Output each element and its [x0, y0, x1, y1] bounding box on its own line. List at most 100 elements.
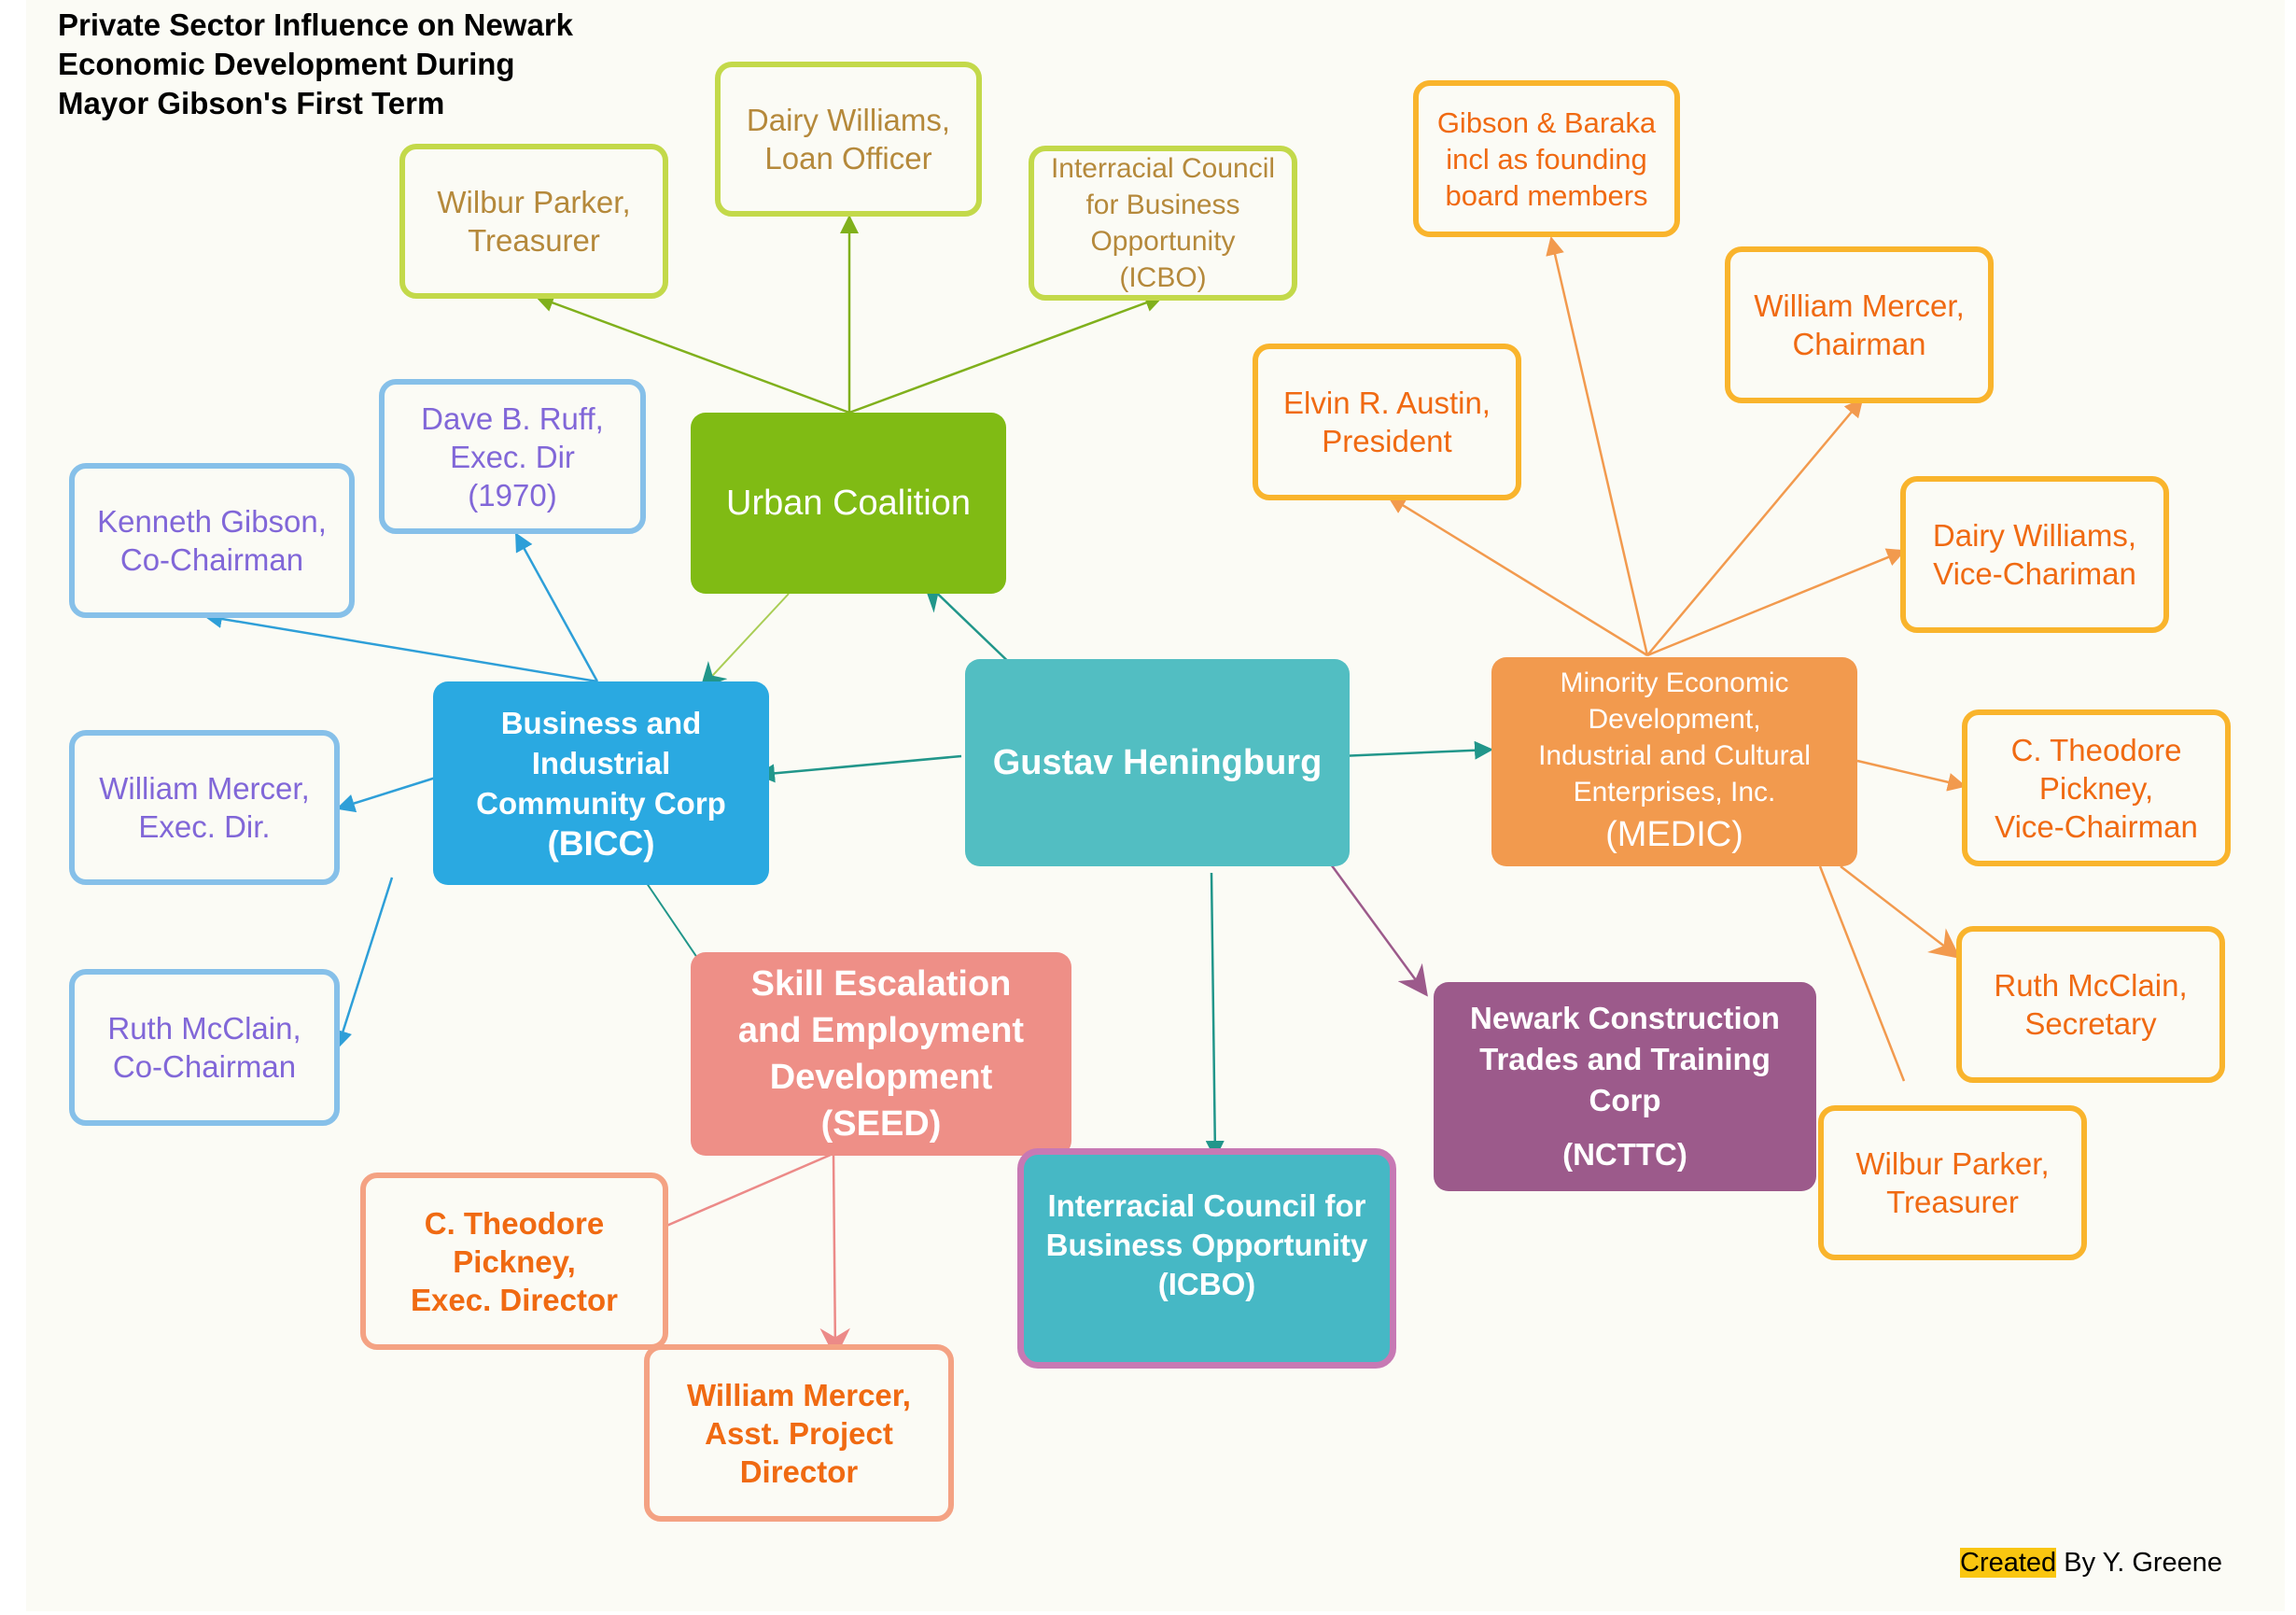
connector-center-to-uc: [921, 578, 1018, 671]
bicc-member-kenneth-gibson: Kenneth Gibson, Co-Chairman: [69, 463, 355, 618]
node-label: Dairy Williams,: [746, 103, 951, 137]
node-label: for Business: [1085, 190, 1240, 220]
connector-medic-to-mercer: [1646, 398, 1864, 656]
connector-bicc-to-ruff: [514, 532, 599, 682]
node-label: Business Opportunity: [1045, 1228, 1368, 1262]
node-label: Dairy Williams,: [1932, 518, 2137, 553]
node-label: Skill Escalation: [750, 964, 1012, 1004]
uc-member-dairy-williams: Dairy Williams, Loan Officer: [715, 62, 982, 217]
node-label: Loan Officer: [764, 141, 932, 176]
icbo-node: Interracial Council for Business Opportu…: [1017, 1148, 1396, 1369]
connector-medic-to-pickney: [1856, 759, 1967, 792]
medic-member-theodore-pickney: C. Theodore Pickney, Vice-Chairman: [1962, 709, 2231, 866]
node-label: Newark Construction: [1470, 1001, 1780, 1035]
node-label: (NCTTC): [1562, 1137, 1687, 1172]
node-label: William Mercer,: [99, 771, 310, 806]
connector-bicc-to-mcclain: [333, 877, 394, 1049]
node-label: Wilbur Parker,: [1855, 1146, 2050, 1181]
node-label: William Mercer,: [687, 1377, 911, 1412]
node-label: Opportunity: [1090, 226, 1236, 257]
connector-medic-to-secretary: [1840, 865, 1961, 959]
node-label: Vice-Chairman: [1995, 808, 2198, 844]
node-label: incl as founding: [1446, 142, 1647, 176]
medic-member-ruth-mcclain: Ruth McClain, Secretary: [1956, 926, 2225, 1083]
credit-text: Created By Y. Greene: [1960, 1548, 2222, 1579]
node-label: Co-Chairman: [112, 1049, 297, 1084]
node-label: Asst. Project: [705, 1415, 893, 1451]
node-label: Urban Coalition: [726, 484, 971, 523]
node-label: (ICBO): [1119, 262, 1207, 293]
connector-center-to-bicc: [756, 754, 962, 783]
title-line: Economic Development During: [58, 47, 515, 81]
node-label: Pickney,: [453, 1243, 576, 1279]
node-label: Vice-Chariman: [1933, 556, 2136, 591]
node-label: C. Theodore: [424, 1205, 605, 1241]
connector-medic-to-treasurer: [1818, 865, 1906, 1082]
ncttc-node: Newark Construction Trades and Training …: [1434, 982, 1816, 1191]
node-label: Community Corp: [476, 786, 726, 821]
node-label: Director: [739, 1454, 859, 1489]
node-label: (ICBO): [1157, 1267, 1256, 1301]
credit-highlight: Created: [1960, 1548, 2057, 1578]
connector-medic-to-williams: [1646, 548, 1906, 657]
title-line: Private Sector Influence on Newark: [58, 7, 574, 42]
node-label: Treasurer: [468, 223, 600, 258]
node-label: Minority Economic: [1560, 667, 1789, 698]
connector-uc-to-icbo-box: [848, 293, 1164, 414]
node-label: Kenneth Gibson,: [97, 504, 327, 539]
node-label: Industrial and Cultural: [1538, 740, 1811, 771]
diagram-title: Private Sector Influence on Newark Econo…: [58, 6, 573, 123]
node-label: Gibson & Baraka: [1436, 105, 1657, 139]
connector-center-to-icbo: [1205, 872, 1225, 1159]
node-label: Chairman: [1792, 327, 1926, 361]
medic-member-william-mercer: William Mercer, Chairman: [1725, 246, 1994, 403]
medic-member-gibson-baraka: Gibson & Baraka incl as founding board m…: [1413, 80, 1680, 237]
node-label: Ruth McClain,: [107, 1011, 301, 1046]
connector-seed-to-mercer: [819, 1154, 850, 1359]
medic-member-elvin-austin: Elvin R. Austin, President: [1253, 344, 1521, 500]
bicc-member-william-mercer: William Mercer, Exec. Dir.: [69, 730, 340, 885]
node-label: Pickney,: [2038, 770, 2154, 806]
node-label: Gustav Heningburg: [992, 743, 1323, 782]
connector-center-to-ncttc: [1322, 853, 1428, 997]
node-label: William Mercer,: [1754, 288, 1965, 323]
node-label: board members: [1445, 178, 1648, 212]
bicc-member-ruth-mcclain: Ruth McClain, Co-Chairman: [69, 969, 340, 1126]
bicc-member-dave-ruff: Dave B. Ruff, Exec. Dir (1970): [379, 379, 646, 534]
connector-uc-to-parker: [535, 293, 850, 414]
node-label: Secretary: [2024, 1006, 2157, 1041]
uc-member-icbo: Interracial Council for Business Opportu…: [1029, 146, 1297, 301]
connector-medic-to-austin: [1387, 495, 1648, 657]
seed-member-theodore-pickney: C. Theodore Pickney, Exec. Director: [360, 1173, 668, 1350]
connector-bicc-to-gibson: [203, 610, 598, 683]
node-label: Trades and Training: [1479, 1042, 1771, 1076]
node-label: C. Theodore: [2010, 732, 2182, 767]
medic-member-dairy-williams: Dairy Williams, Vice-Chariman: [1900, 476, 2169, 633]
node-label: Dave B. Ruff,: [421, 400, 604, 436]
medic-node: Minority Economic Development, Industria…: [1491, 657, 1857, 866]
node-label: and Employment: [737, 1011, 1025, 1050]
node-label: (MEDIC): [1605, 815, 1743, 854]
node-label: Elvin R. Austin,: [1283, 386, 1491, 420]
connector-bicc-to-mercer: [336, 775, 440, 813]
node-label: President: [1322, 424, 1452, 458]
seed-member-william-mercer: William Mercer, Asst. Project Director: [644, 1344, 954, 1522]
node-label: Treasurer: [1886, 1185, 2019, 1219]
medic-member-wilbur-parker: Wilbur Parker, Treasurer: [1818, 1105, 2087, 1260]
node-label: Exec. Dir.: [138, 809, 271, 844]
node-label: Business and: [500, 706, 702, 740]
node-label: Development: [769, 1058, 993, 1097]
node-label: Ruth McClain,: [1994, 968, 2188, 1003]
node-label: Wilbur Parker,: [437, 185, 631, 219]
connector-uc-to-bicc: [700, 593, 790, 690]
node-label: Industrial: [531, 746, 671, 780]
title-line: Mayor Gibson's First Term: [58, 86, 445, 120]
node-label: Corp: [1589, 1083, 1661, 1117]
connector-medic-to-gibson-baraka: [1546, 236, 1649, 656]
node-label: Co-Chairman: [119, 542, 304, 577]
node-label: Exec. Director: [411, 1282, 618, 1317]
node-label: (SEED): [820, 1104, 942, 1144]
urban-coalition-node: Urban Coalition: [691, 413, 1006, 594]
node-label: Exec. Dir: [450, 439, 575, 474]
